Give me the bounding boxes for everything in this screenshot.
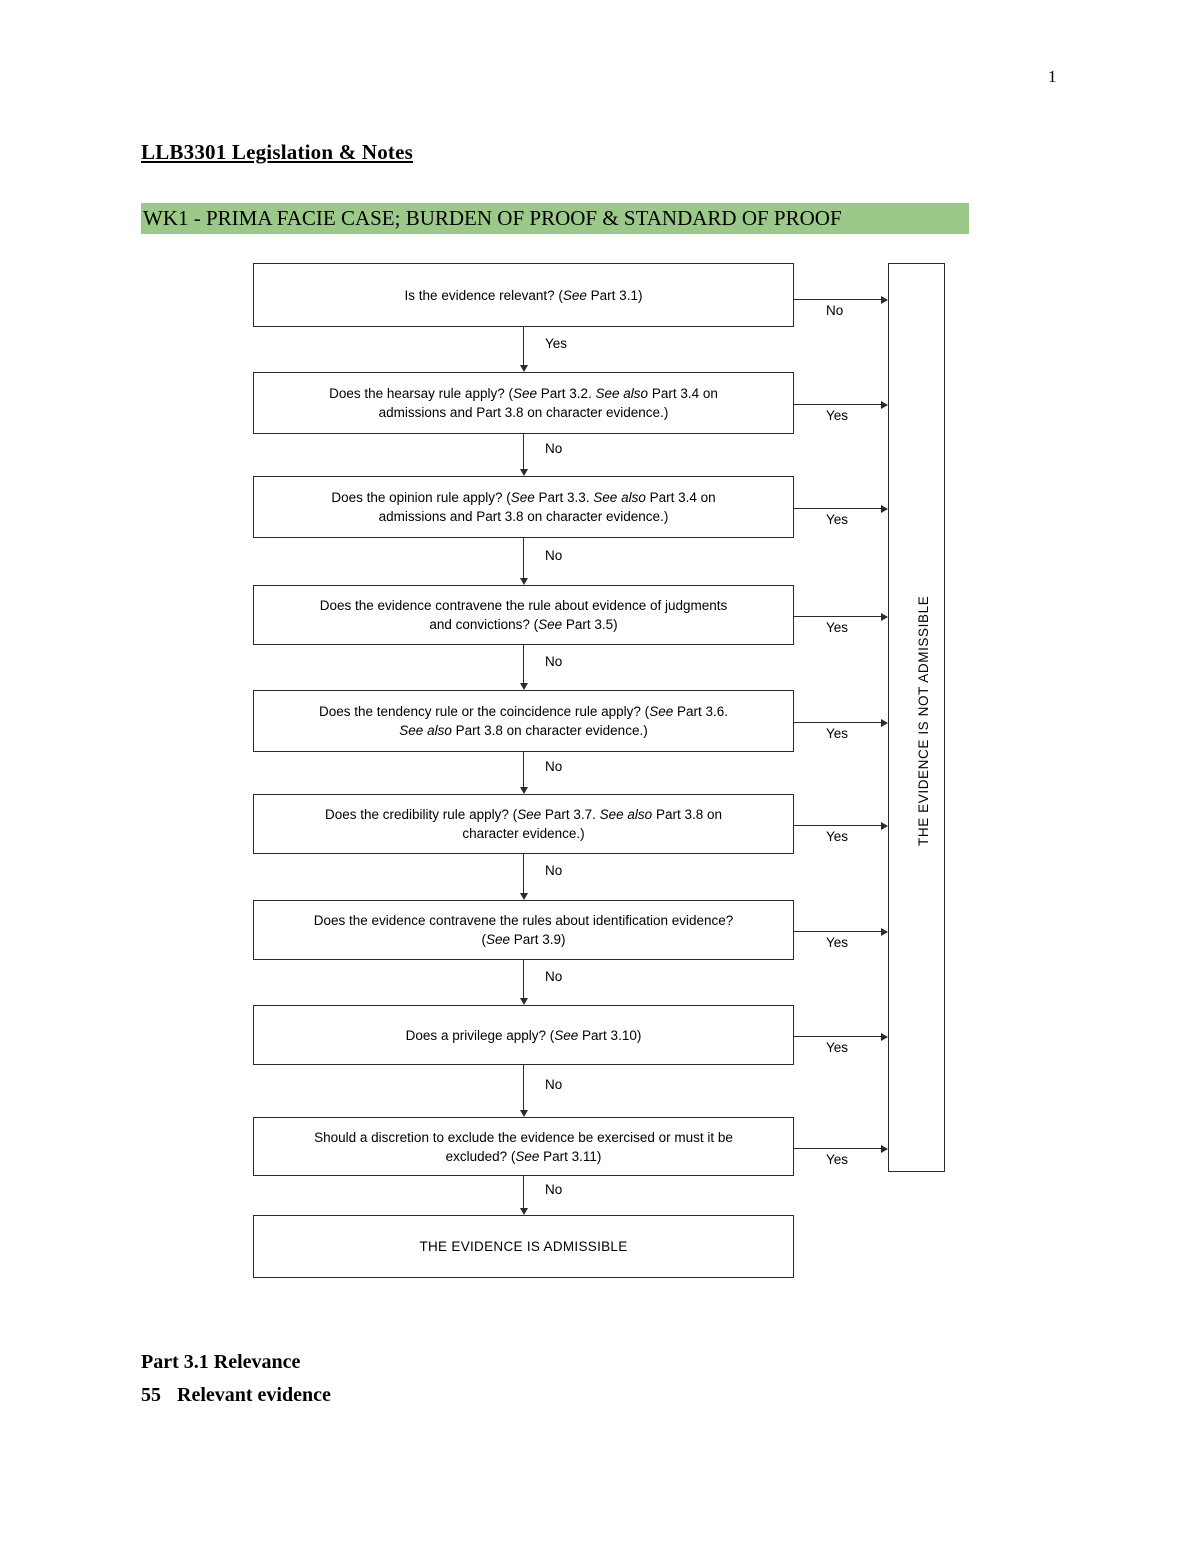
edge-label-down-2: No xyxy=(545,547,563,563)
flow-node-q5: Does the tendency rule or the coincidenc… xyxy=(253,690,794,752)
node-text: THE EVIDENCE IS ADMISSIBLE xyxy=(419,1239,628,1254)
flow-node-q9: Should a discretion to exclude the evide… xyxy=(253,1117,794,1176)
node-text: Does the evidence contravene the rules a… xyxy=(313,913,734,947)
connector-right-3 xyxy=(794,616,882,617)
connector-down-1 xyxy=(523,434,524,470)
edge-label-down-6: No xyxy=(545,968,563,984)
arrow-down-1 xyxy=(519,469,528,476)
arrow-right-2 xyxy=(881,504,888,513)
edge-label-right-3: Yes xyxy=(826,620,849,635)
arrow-down-2 xyxy=(519,578,528,585)
flow-node-q6: Does the credibility rule apply? (See Pa… xyxy=(253,794,794,854)
flow-node-admissible: THE EVIDENCE IS ADMISSIBLE xyxy=(253,1215,794,1278)
connector-down-5 xyxy=(523,854,524,894)
connector-right-1 xyxy=(794,404,882,405)
node-text: Does the evidence contravene the rule ab… xyxy=(319,598,728,632)
edge-label-right-2: Yes xyxy=(826,512,849,527)
connector-down-7 xyxy=(523,1065,524,1111)
arrow-down-6 xyxy=(519,998,528,1005)
week-heading-highlighted: WK1 - PRIMA FACIE CASE; BURDEN OF PROOF … xyxy=(141,203,969,234)
node-text: Should a discretion to exclude the evide… xyxy=(314,1129,733,1164)
flow-node-q7: Does the evidence contravene the rules a… xyxy=(253,900,794,960)
connector-down-6 xyxy=(523,960,524,999)
node-text: Does the tendency rule or the coincidenc… xyxy=(318,704,728,738)
arrow-right-4 xyxy=(881,718,888,727)
footer-text-block: Part 3.1 Relevance 55 Relevant evidence xyxy=(141,1346,331,1412)
section-line: 55 Relevant evidence xyxy=(141,1379,331,1412)
arrow-down-0 xyxy=(519,365,528,372)
node-text: Does the credibility rule apply? (See Pa… xyxy=(325,807,722,841)
edge-label-down-7: No xyxy=(545,1077,563,1092)
arrow-right-3 xyxy=(881,612,888,621)
part-heading: Part 3.1 Relevance xyxy=(141,1351,301,1373)
edge-label-right-8: Yes xyxy=(826,1152,849,1167)
node-text: Does the opinion rule apply? (See Part 3… xyxy=(331,490,716,524)
arrow-down-3 xyxy=(519,683,528,690)
arrow-down-7 xyxy=(519,1110,528,1117)
node-text: Does a privilege apply? (See Part 3.10) xyxy=(405,1027,642,1043)
rail-label-not-admissible: THE EVIDENCE IS NOT ADMISSIBLE xyxy=(916,595,931,846)
connector-right-0 xyxy=(794,299,882,300)
connector-down-4 xyxy=(523,752,524,788)
edge-label-right-1: Yes xyxy=(826,408,849,423)
flow-node-q2: Does the hearsay rule apply? (See Part 3… xyxy=(253,372,794,434)
arrow-right-6 xyxy=(881,927,888,936)
flow-node-q3: Does the opinion rule apply? (See Part 3… xyxy=(253,476,794,538)
arrow-down-4 xyxy=(519,787,528,794)
edge-label-down-1: No xyxy=(545,441,563,456)
edge-label-down-4: No xyxy=(545,759,563,774)
edge-label-down-8: No xyxy=(545,1181,563,1197)
node-text: Does the hearsay rule apply? (See Part 3… xyxy=(329,386,718,420)
document-title: LLB3301 Legislation & Notes xyxy=(141,140,413,164)
edge-label-down-3: No xyxy=(545,653,563,669)
arrow-right-5 xyxy=(881,821,888,830)
connector-right-6 xyxy=(794,931,882,932)
connector-right-7 xyxy=(794,1036,882,1037)
connector-right-4 xyxy=(794,722,882,723)
section-title: Relevant evidence xyxy=(177,1384,331,1406)
edge-label-down-0: Yes xyxy=(545,335,568,351)
flow-node-q1: Is the evidence relevant? (See Part 3.1) xyxy=(253,263,794,327)
edge-label-right-4: Yes xyxy=(826,726,849,741)
node-text: Is the evidence relevant? (See Part 3.1) xyxy=(404,287,643,303)
rail-evidence-not-admissible xyxy=(888,263,945,1172)
edge-label-right-0: No xyxy=(826,303,844,318)
connector-right-5 xyxy=(794,825,882,826)
connector-down-2 xyxy=(523,538,524,579)
edge-label-right-6: Yes xyxy=(826,935,849,950)
arrow-down-8 xyxy=(519,1208,528,1215)
arrow-right-7 xyxy=(881,1032,888,1041)
arrow-right-8 xyxy=(881,1144,888,1153)
arrow-right-1 xyxy=(881,400,888,409)
connector-right-2 xyxy=(794,508,882,509)
connector-right-8 xyxy=(794,1148,882,1149)
flow-node-q4: Does the evidence contravene the rule ab… xyxy=(253,585,794,645)
section-number: 55 xyxy=(141,1384,161,1406)
connector-down-0 xyxy=(523,327,524,366)
arrow-down-5 xyxy=(519,893,528,900)
edge-label-down-5: No xyxy=(545,863,563,878)
flow-node-q8: Does a privilege apply? (See Part 3.10) xyxy=(253,1005,794,1065)
edge-label-right-5: Yes xyxy=(826,829,849,844)
page-number: 1 xyxy=(1048,67,1057,86)
edge-label-right-7: Yes xyxy=(826,1040,849,1055)
connector-down-8 xyxy=(523,1176,524,1209)
arrow-right-0 xyxy=(881,295,888,304)
connector-down-3 xyxy=(523,645,524,684)
